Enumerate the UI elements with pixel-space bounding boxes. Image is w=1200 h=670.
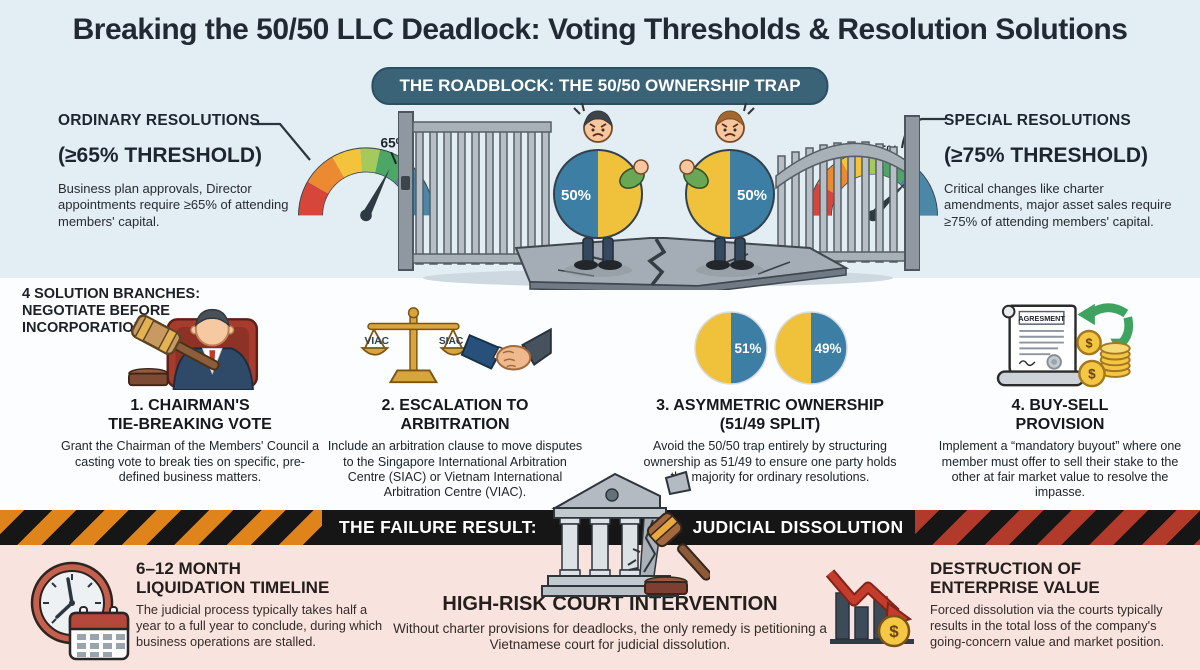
liquidation-timeline-desc: The judicial process typically takes hal… [136, 602, 383, 649]
solution-2-title: 2. ESCALATION TO ARBITRATION [381, 397, 529, 433]
ordinary-leader-line [252, 122, 311, 161]
special-resolutions-label: SPECIAL RESOLUTIONS [944, 112, 1131, 129]
coins-icon: $ $ [1076, 329, 1131, 388]
enterprise-value-block: DESTRUCTION OF ENTERPRISE VALUE Forced d… [930, 559, 1188, 650]
chairman-gavel-icon [128, 308, 259, 390]
ordinary-resolutions-label: ORDINARY RESOLUTIONS [58, 112, 261, 129]
scroll-agreement-label: AGRESMENT [1018, 314, 1065, 323]
owner-left-figure: 50% [553, 102, 649, 277]
solutions-section: 4 SOLUTION BRANCHES: NEGOTIATE BEFORE IN… [0, 278, 1200, 510]
liquidation-timeline-block: 6–12 MONTH LIQUIDATION TIMELINE The judi… [136, 559, 384, 650]
value-coin-dollar: $ [889, 622, 899, 641]
enterprise-value-desc: Forced dissolution via the courts typica… [930, 602, 1165, 649]
scales-viac-siac-icon: VIAC SIAC [359, 307, 469, 384]
owner-right-figure: 50% [679, 102, 775, 277]
ordinary-resolutions-block: ORDINARY RESOLUTIONS (≥65% THRESHOLD) Bu… [58, 112, 296, 230]
pie-51-value: 51% [734, 341, 761, 356]
court-intervention-block: HIGH-RISK COURT INTERVENTION Without cha… [380, 593, 840, 654]
special-threshold: (≥75% THRESHOLD) [944, 144, 1149, 167]
pie-49-icon: 49% [774, 311, 848, 385]
hazard-stripes-right [915, 510, 1200, 545]
ordinary-threshold: (≥65% THRESHOLD) [58, 144, 263, 167]
buy-sell-icon: AGRESMENT $ [996, 303, 1134, 388]
hazard-stripes-left [0, 510, 322, 545]
failure-banner-right-text: JUDICIAL DISSOLUTION [692, 517, 904, 537]
court-intervention-title: HIGH-RISK COURT INTERVENTION [442, 593, 778, 615]
handshake-icon [460, 327, 552, 371]
special-resolutions-block: SPECIAL RESOLUTIONS (≥75% THRESHOLD) Cri… [944, 112, 1182, 230]
court-intervention-desc: Without charter provisions for deadlocks… [393, 620, 827, 653]
solution-4-desc: Implement a “mandatory buyout” where one… [938, 439, 1182, 500]
ownership-pies-icon: 51% 49% [694, 311, 848, 385]
solution-4-column: AGRESMENT $ [930, 298, 1190, 500]
scale-siac-label: SIAC [438, 336, 463, 347]
solution-3-title: 3. ASYMMETRIC OWNERSHIP (51/49 SPLIT) [656, 397, 884, 433]
solutions-header: 4 SOLUTION BRANCHES: NEGOTIATE BEFORE IN… [22, 286, 201, 337]
agreement-scroll-icon: AGRESMENT [996, 304, 1085, 387]
clock-calendar-icon [30, 561, 130, 661]
coin-dollar-bottom: $ [1088, 366, 1096, 381]
roadblock-badge: THE ROADBLOCK: THE 50/50 OWNERSHIP TRAP [371, 67, 829, 105]
deadlock-gates-illustration: 50% 50% [398, 102, 920, 290]
solution-3-desc: Avoid the 50/50 trap entirely by structu… [643, 439, 897, 484]
solution-1-column: 1. CHAIRMAN'S TIE-BREAKING VOTE Grant th… [60, 298, 320, 485]
enterprise-value-title: DESTRUCTION OF ENTERPRISE VALUE [930, 559, 1100, 598]
right-gate-icon [775, 115, 920, 271]
ordinary-desc: Business plan approvals, Director appoin… [58, 181, 289, 229]
owner-left-share: 50% [561, 187, 591, 204]
solution-4-title: 4. BUY-SELL PROVISION [1011, 397, 1109, 433]
owner-right-share: 50% [737, 187, 767, 204]
coin-dollar-top: $ [1086, 336, 1093, 350]
solution-3-column: 51% 49% 3. ASYMMETRIC OWNERSHIP (51/49 S… [640, 298, 900, 485]
pie-49-value: 49% [814, 341, 841, 356]
left-gate-icon [398, 111, 552, 271]
failure-banner-left-text: THE FAILURE RESULT: [339, 517, 537, 537]
solution-1-title: 1. CHAIRMAN'S TIE-BREAKING VOTE [108, 397, 272, 433]
solution-2-desc: Include an arbitration clause to move di… [327, 439, 583, 500]
scale-viac-label: VIAC [364, 336, 389, 347]
special-desc: Critical changes like charter amendments… [944, 181, 1172, 229]
arbitration-icon: VIAC SIAC [359, 307, 552, 384]
solution-2-column: VIAC SIAC 2. ESCALATION TO ARBITRATION I… [325, 298, 585, 500]
liquidation-timeline-title: 6–12 MONTH LIQUIDATION TIMELINE [136, 559, 330, 598]
courthouse-gavel-icon [541, 470, 710, 597]
solution-1-desc: Grant the Chairman of the Members' Counc… [60, 439, 320, 484]
failure-result-section: 6–12 MONTH LIQUIDATION TIMELINE The judi… [0, 545, 1200, 670]
pie-51-icon: 51% [694, 311, 768, 385]
page-title: Breaking the 50/50 LLC Deadlock: Voting … [72, 13, 1128, 46]
declining-chart-icon: $ [826, 569, 914, 648]
